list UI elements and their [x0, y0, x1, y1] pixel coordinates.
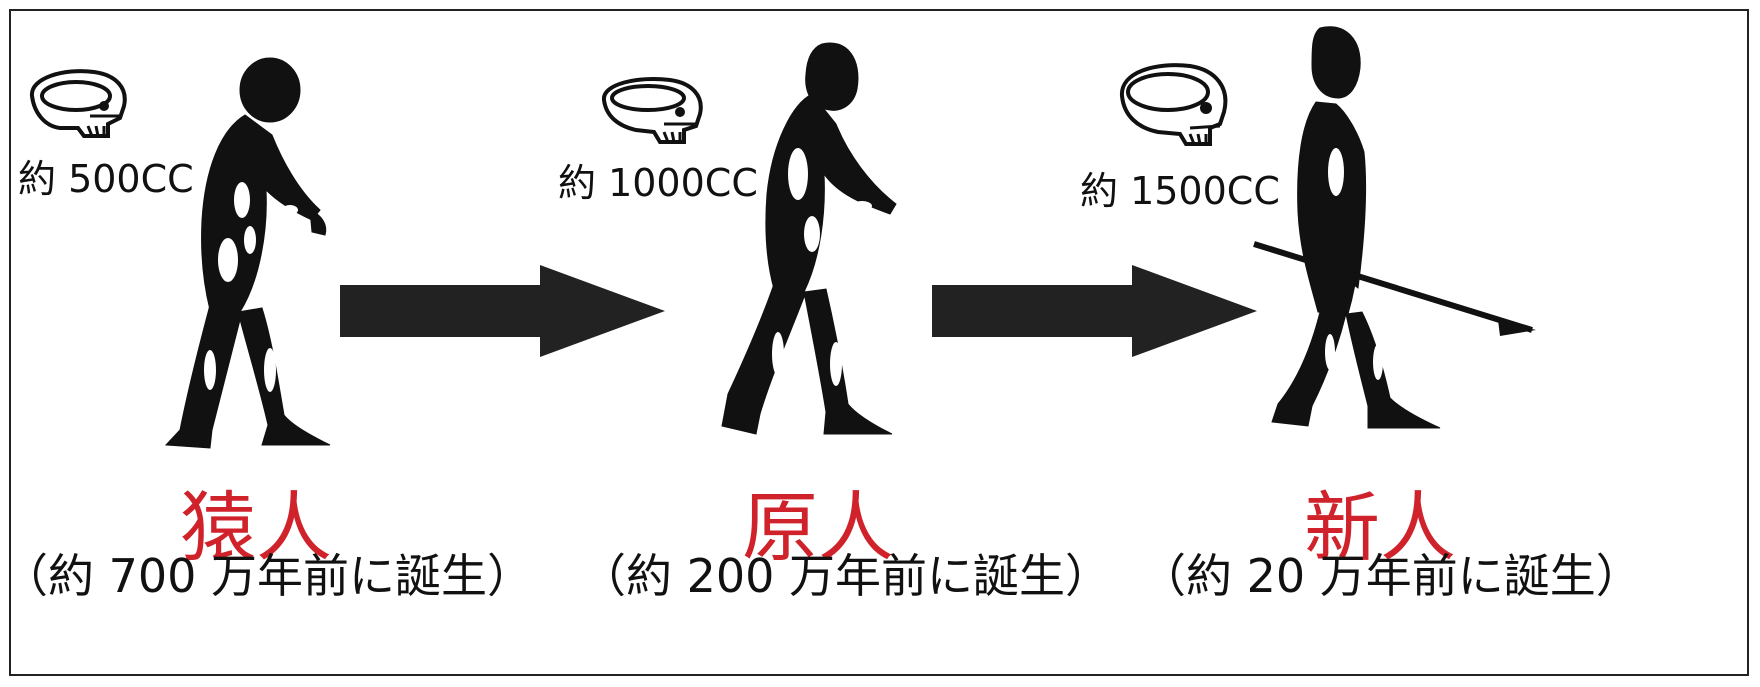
skull-icon — [30, 69, 127, 138]
stage-era: （約 20 万年前に誕生） — [1140, 549, 1642, 603]
right-arrow-icon — [340, 265, 665, 357]
skull-icon — [602, 77, 703, 144]
skull-icon — [1119, 63, 1228, 146]
right-arrow-icon — [932, 265, 1257, 357]
diagram-frame — [9, 9, 1749, 676]
skull-capacity-label: 約 500CC — [18, 157, 194, 201]
stage-era: （約 700 万年前に誕生） — [2, 549, 534, 603]
ape-man-figure-icon — [164, 57, 331, 449]
stage-era: （約 200 万年前に誕生） — [580, 549, 1112, 603]
skull-capacity-label: 約 1500CC — [1080, 169, 1280, 213]
modern-human-figure-icon — [1253, 26, 1536, 429]
early-human-figure-icon — [721, 42, 897, 435]
skull-capacity-label: 約 1000CC — [558, 161, 758, 205]
